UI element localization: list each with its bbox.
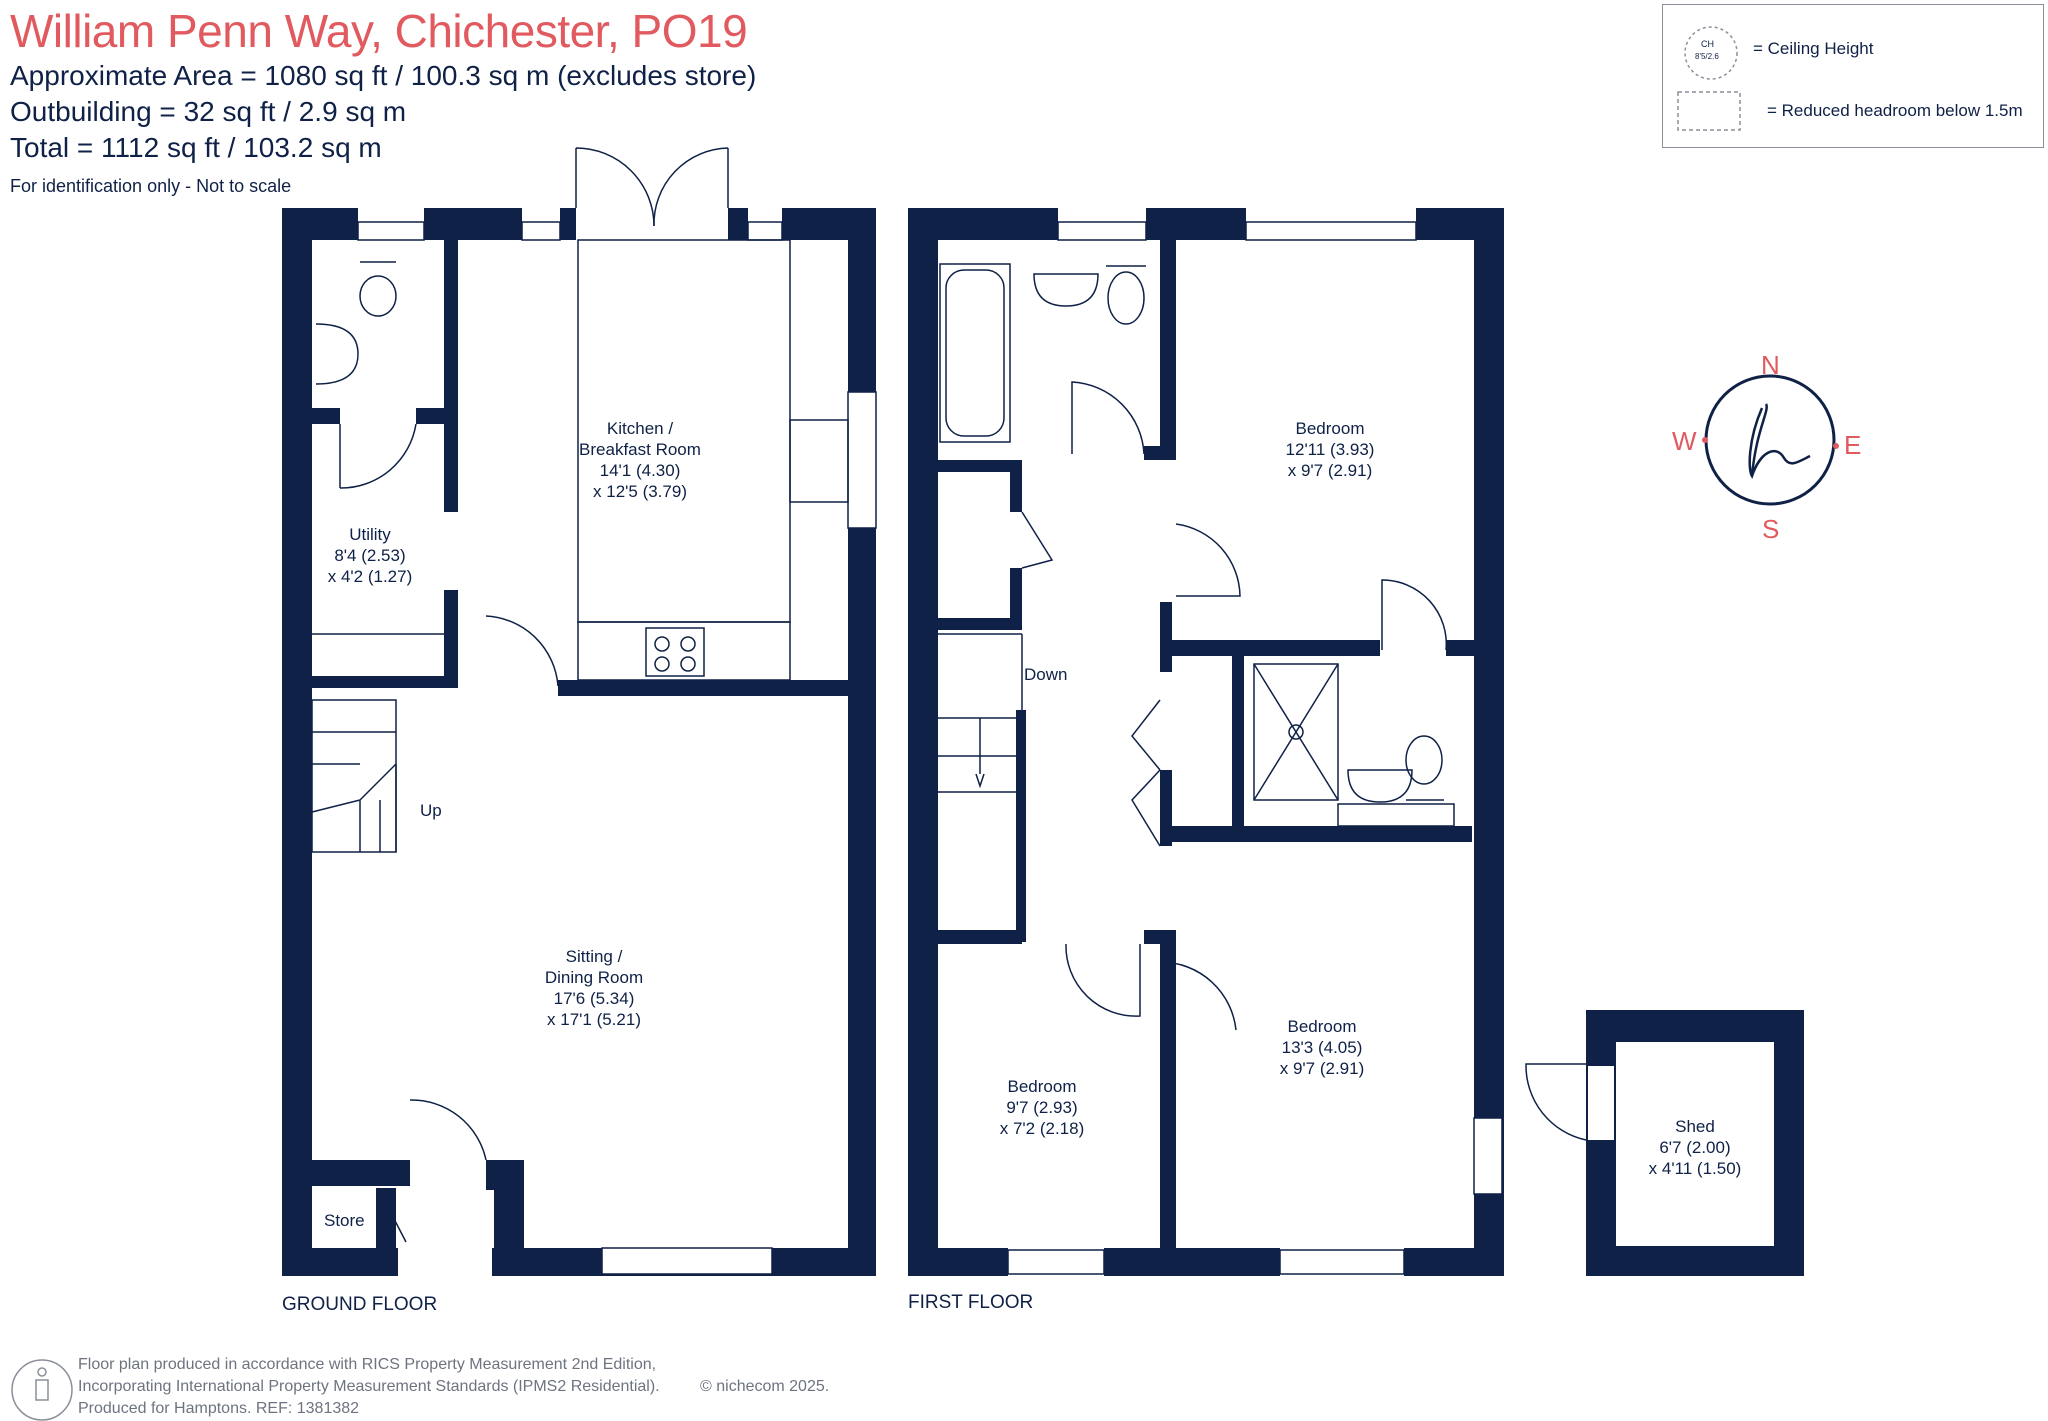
shed-door xyxy=(1525,1063,1587,1141)
ground-floor-windows xyxy=(357,221,877,1275)
accessibility-icon xyxy=(11,1359,73,1421)
store-label: Store xyxy=(324,1211,365,1230)
reduced-headroom-label: = Reduced headroom below 1.5m xyxy=(1767,101,2023,120)
utility-label: Utility 8'4 (2.53) x 4'2 (1.27) xyxy=(327,525,413,586)
ground-floor-walls xyxy=(282,208,876,1276)
approximate-area: Approximate Area = 1080 sq ft / 100.3 sq… xyxy=(10,60,757,91)
page-title: William Penn Way, Chichester, PO19 xyxy=(10,5,748,57)
legend: CH 8'5/2.6 = Ceiling Height = Reduced he… xyxy=(1662,4,2044,148)
shed-walls xyxy=(1586,1010,1804,1276)
compass-icon xyxy=(1702,374,1839,506)
first-floor-windows xyxy=(1007,221,1503,1275)
bedroom-2-label: Bedroom 13'3 (4.05) x 9'7 (2.91) xyxy=(1279,1017,1365,1078)
outbuilding-area: Outbuilding = 32 sq ft / 2.9 sq m xyxy=(10,96,407,127)
reduced-headroom-icon xyxy=(1677,91,1741,131)
ceiling-height-icon xyxy=(1684,26,1738,80)
compass-north: N xyxy=(1761,350,1780,380)
ground-floor-fixtures xyxy=(311,147,849,1243)
first-floor-fixtures xyxy=(938,263,1455,1031)
shed-label: Shed 6'7 (2.00) x 4'11 (1.50) xyxy=(1648,1117,1742,1178)
bedroom-1-label: Bedroom 12'11 (3.93) x 9'7 (2.91) xyxy=(1285,419,1375,480)
compass-south: S xyxy=(1762,514,1780,544)
total-area: Total = 1112 sq ft / 103.2 sq m xyxy=(10,132,382,163)
stairs-up-label: Up xyxy=(420,801,442,820)
ceiling-symbol-bottom: 8'5/2.6 xyxy=(1695,52,1719,61)
sitting-dining-label: Sitting / Dining Room 17'6 (5.34) x 17'1… xyxy=(544,947,644,1029)
ground-floor-label: GROUND FLOOR xyxy=(282,1294,438,1315)
identification-note: For identification only - Not to scale xyxy=(10,176,292,196)
ceiling-symbol-top: CH xyxy=(1701,39,1714,49)
ceiling-height-label: = Ceiling Height xyxy=(1753,39,1874,58)
first-floor-walls xyxy=(908,208,1504,1276)
shed-doorway xyxy=(1588,1066,1614,1140)
stairs-down-label: Down xyxy=(1024,665,1068,684)
copyright: © nichecom 2025. xyxy=(700,1378,830,1395)
bedroom-3-label: Bedroom 9'7 (2.93) x 7'2 (2.18) xyxy=(999,1077,1085,1138)
footer-text: Floor plan produced in accordance with R… xyxy=(78,1356,660,1417)
compass-east: E xyxy=(1844,430,1862,460)
compass-west: W xyxy=(1672,426,1697,456)
first-floor-label: FIRST FLOOR xyxy=(908,1292,1034,1313)
kitchen-label: Kitchen / Breakfast Room 14'1 (4.30) x 1… xyxy=(579,419,701,501)
